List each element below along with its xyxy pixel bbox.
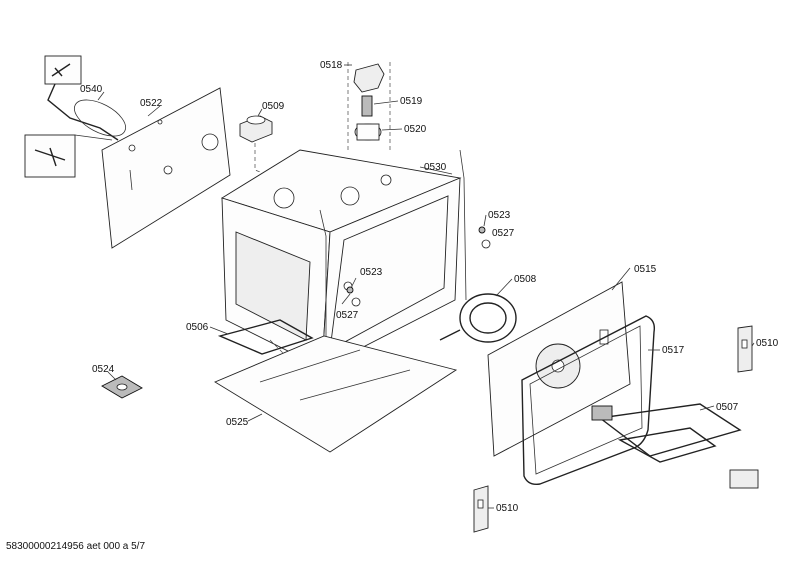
label-0509: 0509 [262, 101, 285, 112]
cable-detail-inset-bottom [24, 134, 76, 178]
cable-detail-inset-top [44, 55, 82, 85]
label-0523a: 0523 [488, 210, 511, 221]
label-0520: 0520 [404, 124, 427, 135]
label-0517: 0517 [662, 345, 685, 356]
label-0510b: 0510 [496, 503, 519, 514]
label-0508: 0508 [514, 274, 537, 285]
oven-cavity-0530 [220, 149, 467, 390]
bracket-0510-lower [473, 485, 489, 533]
label-0525: 0525 [226, 417, 249, 428]
seal-0517 [521, 315, 656, 486]
label-0524: 0524 [92, 364, 115, 375]
leader-lines [97, 64, 755, 509]
label-0522: 0522 [140, 98, 163, 109]
lamp-assembly-0518-0520 [347, 62, 391, 152]
label-0540: 0540 [80, 84, 103, 95]
label-0518: 0518 [320, 60, 343, 71]
label-0527a: 0527 [492, 228, 515, 239]
grill-heater-0507 [591, 403, 759, 489]
bracket-0510-upper [737, 325, 753, 373]
label-0515: 0515 [634, 264, 657, 275]
small-parts-0523-0527 [346, 226, 491, 307]
drawing-reference: 58300000214956 aet 000 a 5/7 [6, 541, 146, 552]
label-0530: 0530 [424, 162, 447, 173]
bottom-plate-0525 [214, 335, 458, 453]
label-0506: 0506 [186, 322, 209, 333]
pad-0524 [101, 375, 143, 399]
ring-heater-0508 [439, 293, 517, 343]
label-0527b: 0527 [336, 310, 359, 321]
label-0519: 0519 [400, 96, 423, 107]
label-0523b: 0523 [360, 267, 383, 278]
cable-0540 [24, 55, 126, 178]
part-labels: 0540 0522 0509 0518 0519 0520 0530 0523 … [80, 60, 779, 514]
label-0507: 0507 [716, 402, 739, 413]
label-0510a: 0510 [756, 338, 779, 349]
rear-panel-0522 [101, 87, 231, 249]
